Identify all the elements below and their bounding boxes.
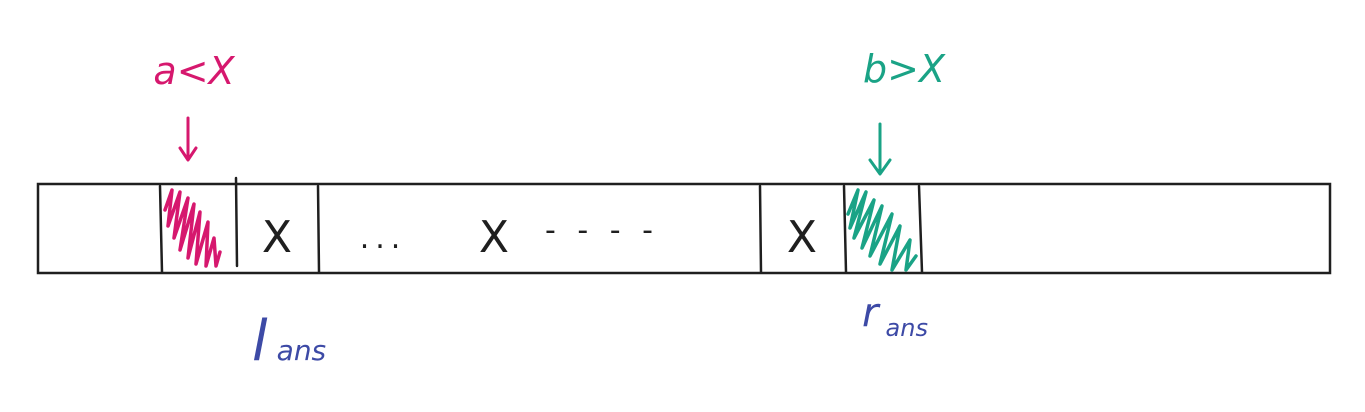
array-outline bbox=[36, 182, 1332, 275]
cell-x-1: X bbox=[262, 212, 292, 263]
left-condition-label: a<X bbox=[153, 49, 235, 93]
cell-x-middle: X bbox=[479, 212, 509, 263]
left-pointer-label: l ans bbox=[252, 309, 326, 374]
right-pointer-subscript: ans bbox=[886, 314, 928, 342]
divider-6 bbox=[917, 184, 924, 274]
left-pointer-subscript: ans bbox=[277, 334, 327, 367]
gap-dots-1: ... bbox=[360, 221, 407, 256]
divider-1 bbox=[158, 184, 164, 274]
left-pointer-main: l bbox=[252, 309, 268, 374]
left-shaded-cell bbox=[163, 188, 222, 268]
cell-x-2: X bbox=[787, 212, 817, 263]
right-condition-label: b>X bbox=[863, 47, 946, 91]
right-down-arrow-icon bbox=[868, 122, 892, 176]
cell-dividers bbox=[158, 176, 924, 274]
right-pointer-label: r ans bbox=[862, 290, 928, 342]
right-pointer-main: r bbox=[862, 290, 881, 336]
divider-2 bbox=[234, 176, 239, 268]
divider-3 bbox=[316, 184, 321, 274]
right-shaded-cell bbox=[846, 188, 918, 272]
divider-4 bbox=[758, 184, 763, 274]
gap-dots-2: - - - - bbox=[545, 213, 659, 248]
left-down-arrow-icon bbox=[178, 116, 198, 162]
divider-5 bbox=[842, 184, 848, 274]
